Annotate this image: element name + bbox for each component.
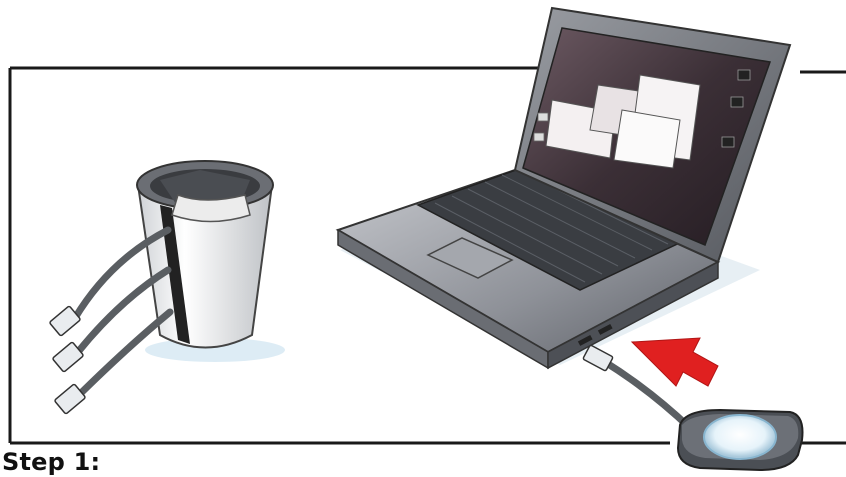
insert-arrow-icon [632, 338, 718, 386]
button-holder-icon [137, 161, 285, 362]
step-label: Step 1: [2, 447, 100, 477]
laptop-icon [338, 8, 790, 368]
